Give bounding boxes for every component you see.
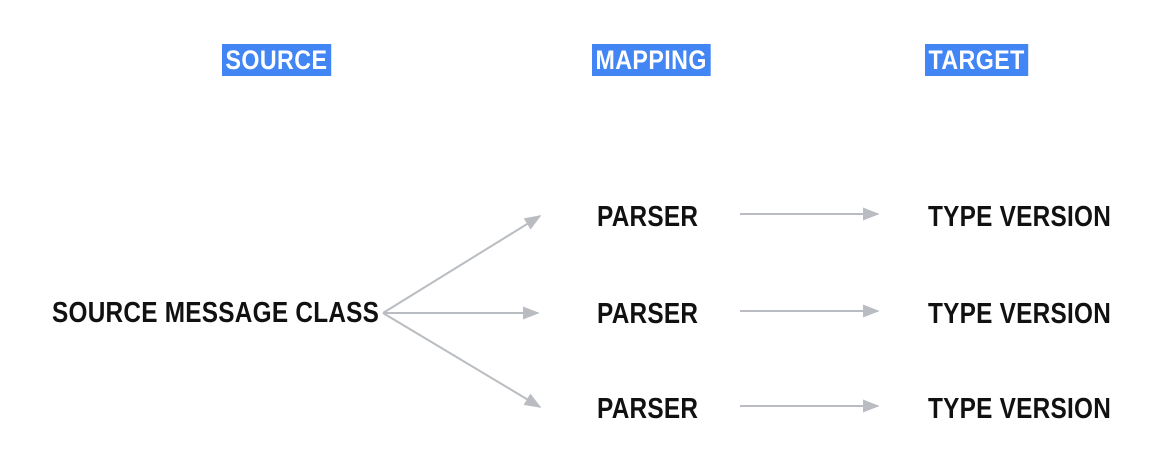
edge-source-to-parser-2	[382, 312, 542, 408]
column-header-target: TARGET	[925, 44, 1029, 76]
node-type-version: TYPE VERSION	[928, 393, 1112, 425]
column-header-source: SOURCE	[222, 44, 331, 76]
edge-source-to-parser-0	[382, 215, 542, 314]
column-header-mapping: MAPPING	[592, 44, 711, 76]
node-type-version: TYPE VERSION	[928, 298, 1112, 330]
node-type-version: TYPE VERSION	[928, 201, 1112, 233]
node-parser: PARSER	[597, 298, 699, 330]
node-parser: PARSER	[597, 201, 699, 233]
node-parser: PARSER	[597, 393, 699, 425]
node-source-message-class: SOURCE MESSAGE CLASS	[52, 297, 380, 329]
